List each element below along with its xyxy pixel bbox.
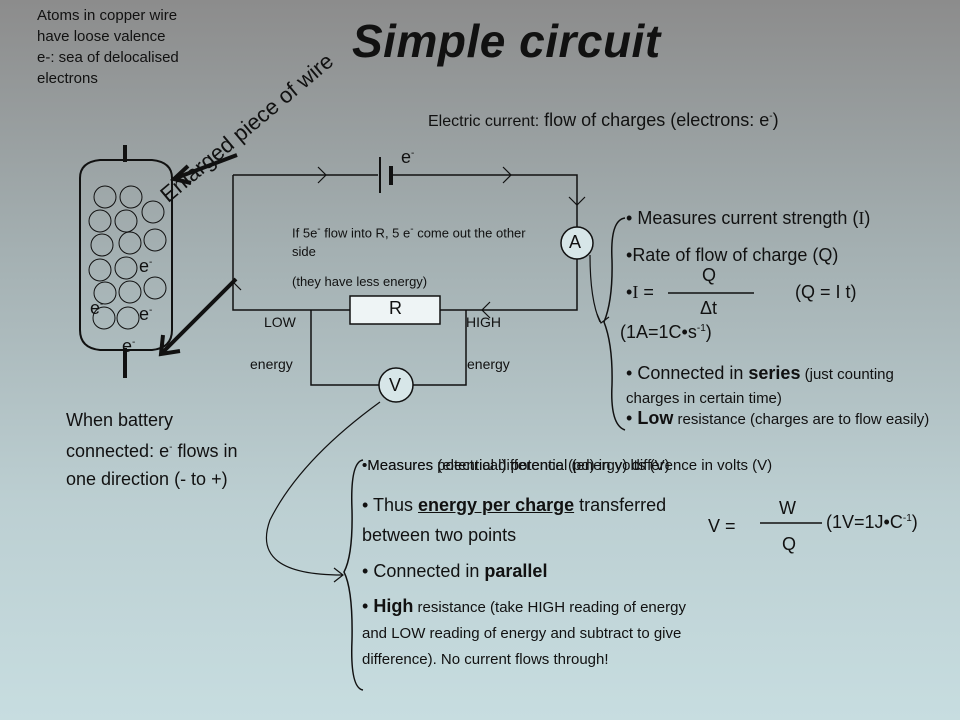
p3-c: (just counting charges in certain time) xyxy=(626,366,894,407)
ammeter-label: A xyxy=(569,232,582,252)
e: e xyxy=(139,304,150,324)
ammeter-brace xyxy=(603,217,626,431)
voltmeter-point-2: Thus energy per charge transferred betwe… xyxy=(362,490,702,550)
unit-b: s xyxy=(687,322,697,342)
sup: - xyxy=(169,442,173,453)
ammeter-eq-alt: (Q = I t) xyxy=(795,282,857,302)
electron-label-battery: e- xyxy=(401,147,414,168)
electron-label-4: e- xyxy=(122,336,135,357)
sup: - xyxy=(149,305,153,316)
electron-label-2: e- xyxy=(90,298,103,319)
sup: - xyxy=(411,148,415,159)
e: e xyxy=(139,256,150,276)
circuit-loop xyxy=(232,174,578,386)
p3-a: Connected in xyxy=(637,363,749,383)
e: e xyxy=(90,298,101,318)
ammeter-point-4: Low resistance (charges are to flow easi… xyxy=(626,407,951,431)
note-b: flow into R, 5 e xyxy=(320,225,411,241)
resistor-note-2: (they have less energy) xyxy=(292,274,428,289)
ammeter-link-curve xyxy=(589,254,601,323)
p2-b: energy per charge xyxy=(418,495,575,515)
voltmeter-circle xyxy=(378,367,414,403)
ammeter-point-3: Connected in series (just counting charg… xyxy=(626,362,951,410)
unit-b: C xyxy=(889,512,903,532)
resistor-note: If 5e- flow into R, 5 e- come out the ot… xyxy=(292,220,542,261)
p1-b: I xyxy=(858,208,865,228)
sup: - xyxy=(317,224,321,235)
battery-note: When battery connected: e- flows in one … xyxy=(66,406,266,493)
enlarge-arrows xyxy=(158,153,238,357)
sup: - xyxy=(410,224,414,235)
unit-c: ) xyxy=(911,512,918,532)
ammeter-point-2: Rate of flow of charge (Q) xyxy=(626,245,838,266)
e: e xyxy=(401,147,412,167)
voltmeter-point-4: High resistance (take HIGH reading of en… xyxy=(362,594,712,672)
p3-a: Connected in xyxy=(373,561,485,581)
voltmeter-eq-num: W xyxy=(779,498,796,518)
p2-c: transferred between two points xyxy=(362,495,667,545)
ammeter-eq-den: Δt xyxy=(700,298,718,318)
sup: - xyxy=(132,337,136,348)
note-a: If 5e xyxy=(292,225,318,241)
voltmeter-point-3: Connected in parallel xyxy=(362,561,547,582)
atoms-note: Atoms in copper wire have loose valence … xyxy=(37,7,179,87)
unit-c: ) xyxy=(705,322,712,342)
resistor-box xyxy=(349,295,441,325)
electron-label-1: e- xyxy=(139,256,152,277)
ammeter-point-1: Measures current strength (I) xyxy=(626,208,870,229)
p1-c: ) xyxy=(864,208,871,228)
sup: -1 xyxy=(696,323,706,334)
sup: - xyxy=(769,111,773,122)
ammeter-eq-lhs: •I = xyxy=(626,282,654,302)
ammeter-unit: (1A=1C•s-1) xyxy=(620,322,712,342)
current-arrows xyxy=(224,166,586,319)
ammeter-circle xyxy=(560,226,594,260)
wire-piece xyxy=(79,145,173,378)
page-title: Simple circuit xyxy=(352,15,661,67)
voltmeter-label: V xyxy=(389,375,402,395)
sup: - xyxy=(100,299,104,310)
low-label: LOW xyxy=(264,314,296,330)
electron-label-3: e- xyxy=(139,304,152,325)
voltmeter-link-curve xyxy=(265,401,381,576)
battery-note-1: When battery connected: e xyxy=(66,410,174,461)
p4-a: High xyxy=(373,596,414,616)
sup: - xyxy=(149,257,153,268)
unit-a: (1V=1J xyxy=(826,512,884,532)
note-c: come out the other side xyxy=(292,225,526,260)
current-def: flow of charges (electrons: e xyxy=(544,110,770,130)
voltmeter-eq-lhs: V = xyxy=(708,516,736,536)
p3-b: series xyxy=(748,363,801,383)
eq-lhs: I xyxy=(632,282,639,302)
p1-a: Measures current strength ( xyxy=(637,208,859,228)
battery-note-2: flows in one direction (- to +) xyxy=(66,441,238,489)
unit-a: (1A=1C xyxy=(620,322,682,342)
energy-right-label: energy xyxy=(467,356,510,372)
voltmeter-eq-den: Q xyxy=(782,534,797,554)
current-label: Electric current: xyxy=(428,113,540,130)
p4-a: Low xyxy=(637,408,674,428)
battery xyxy=(379,157,393,193)
current-def-end: ) xyxy=(772,110,779,130)
voltmeter-brace xyxy=(343,459,364,691)
ammeter-eq-num: Q xyxy=(702,265,717,285)
energy-left-label: energy xyxy=(250,356,293,372)
p2-a: Thus xyxy=(373,495,419,515)
copper-atoms xyxy=(88,185,167,330)
voltmeter-point-1b: Measures (electrical) potential (energy)… xyxy=(362,457,772,474)
sup: -1 xyxy=(902,513,912,524)
high-label: HIGH xyxy=(466,314,501,330)
voltmeter-unit: (1V=1J•C-1) xyxy=(826,512,918,532)
e: e xyxy=(122,336,133,356)
resistor-label: R xyxy=(389,298,402,318)
p4-b: resistance (charges are to flow easily) xyxy=(673,411,930,428)
p4-b: resistance (take HIGH reading of energy … xyxy=(362,599,686,668)
p3-b: parallel xyxy=(484,561,548,581)
current-definition: Electric current: flow of charges (elect… xyxy=(428,110,779,131)
